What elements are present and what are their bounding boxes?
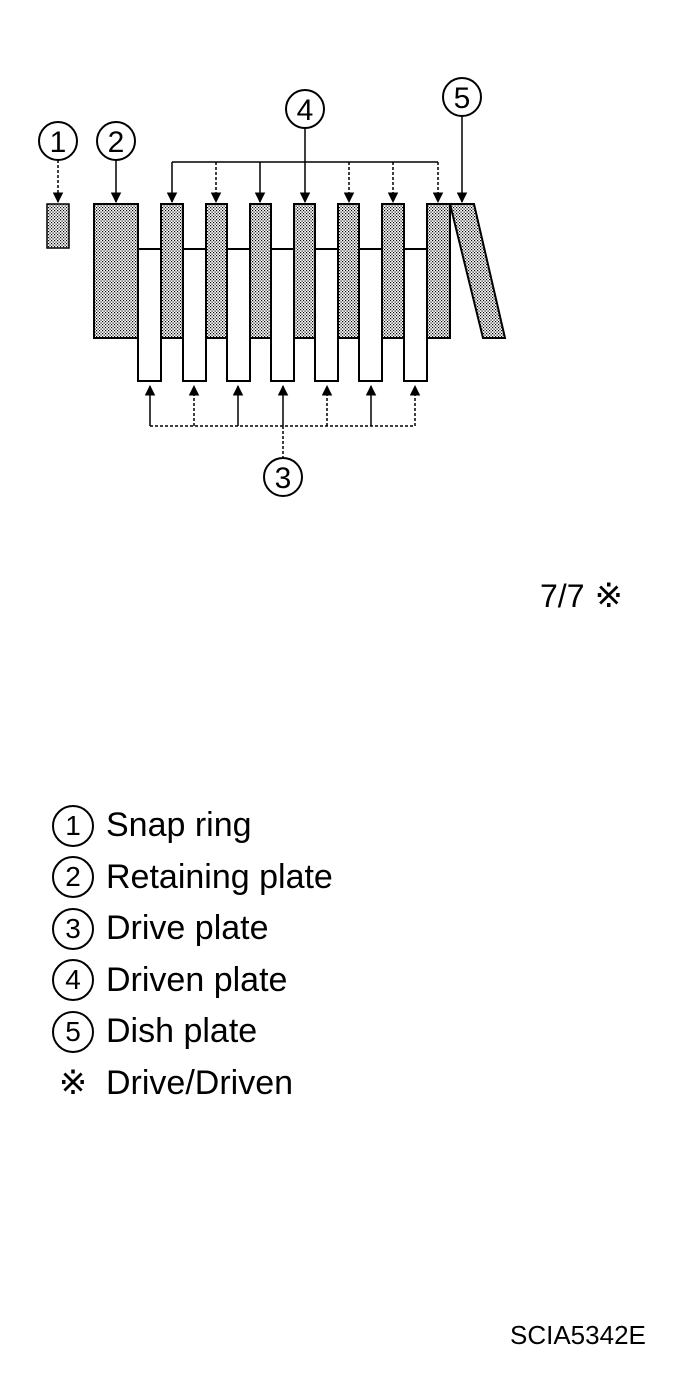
- legend-item: 5 Dish plate: [52, 1006, 333, 1058]
- drive-plates: [137, 248, 428, 382]
- drive-plate: [314, 248, 339, 382]
- drive-plate: [137, 248, 162, 382]
- legend-symbol: 5: [52, 1010, 94, 1053]
- legend-label: Drive plate: [106, 909, 269, 948]
- legend-label: Retaining plate: [106, 857, 333, 896]
- driven-plate: [426, 203, 451, 339]
- drive-driven-mark-icon: ※: [594, 577, 623, 615]
- legend-symbol: 3: [52, 907, 94, 950]
- driven-plates: [160, 203, 451, 339]
- legend-symbol: 4: [52, 959, 94, 1002]
- retaining-plate-part: [93, 203, 139, 339]
- callout-3-leaders: [144, 384, 421, 459]
- plate-ratio-note: 7/7※: [540, 576, 623, 616]
- figure-code: SCIA5342E: [510, 1320, 646, 1350]
- callout-5-label: 5: [454, 82, 471, 115]
- clutch-pack-diagram: 1 2 4 5 3: [38, 77, 507, 497]
- legend-item: 4 Driven plate: [52, 955, 333, 1007]
- legend: 1 Snap ring 2 Retaining plate 3 Drive pl…: [52, 800, 333, 1109]
- snap-ring-part: [46, 203, 70, 249]
- legend-symbol: 2: [52, 856, 94, 899]
- legend-label: Drive/Driven: [106, 1063, 294, 1102]
- driven-plate: [293, 203, 316, 339]
- driven-plate: [249, 203, 272, 339]
- driven-plate: [160, 203, 184, 339]
- driven-plate: [337, 203, 360, 339]
- drive-plate: [358, 248, 383, 382]
- callout-3-circle: [263, 457, 303, 497]
- legend-label: Driven plate: [106, 960, 288, 999]
- legend-label: Dish plate: [106, 1012, 258, 1051]
- legend-item: 3 Drive plate: [52, 903, 333, 955]
- drive-plate: [182, 248, 207, 382]
- drive-plate: [270, 248, 295, 382]
- driven-plate: [205, 203, 228, 339]
- callout-1-label: 1: [50, 126, 67, 159]
- dish-plate-part: [448, 203, 507, 339]
- callout-4-label: 4: [297, 94, 314, 127]
- legend-item: 2 Retaining plate: [52, 852, 333, 904]
- legend-item: ※ Drive/Driven: [52, 1058, 333, 1110]
- callout-2-label: 2: [108, 126, 125, 159]
- callout-4-leaders: [166, 128, 444, 204]
- drive-plate: [403, 248, 428, 382]
- legend-symbol: 1: [52, 804, 94, 847]
- legend-symbol: ※: [58, 1064, 88, 1103]
- legend-label: Snap ring: [106, 806, 252, 845]
- ratio-text: 7/7: [540, 578, 585, 614]
- driven-plate: [381, 203, 405, 339]
- legend-item: 1 Snap ring: [52, 800, 333, 852]
- callout-3-label: 3: [275, 462, 292, 495]
- drive-plate: [226, 248, 251, 382]
